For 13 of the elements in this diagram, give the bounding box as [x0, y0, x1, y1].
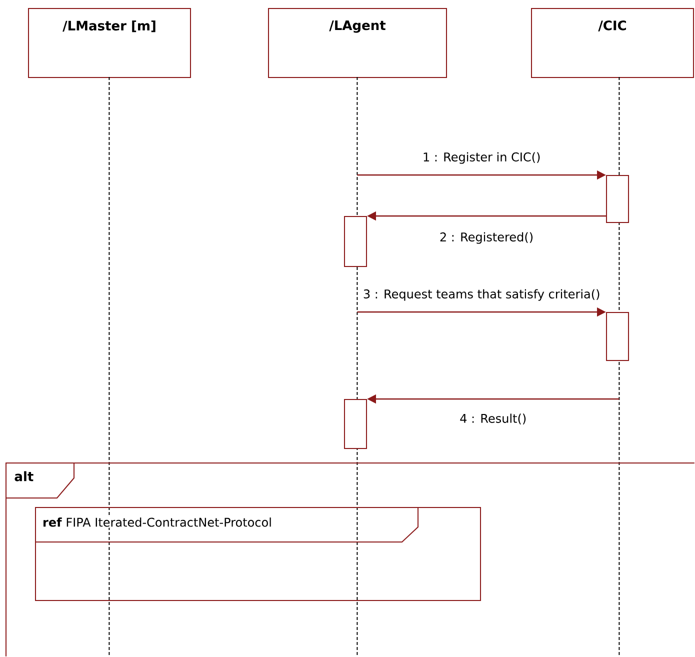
message-label: 4 : Result() — [458, 412, 528, 426]
activation-bar — [606, 312, 629, 361]
lifeline — [108, 76, 110, 657]
activation-bar — [344, 399, 367, 449]
lifeline-head: /CIC — [531, 8, 694, 78]
lifeline-head: /LMaster [m] — [28, 8, 191, 78]
activation-bar — [344, 216, 367, 267]
lifeline-head: /LAgent — [268, 8, 447, 78]
message-label: 2 : Registered() — [438, 231, 535, 245]
message-label: 3 : Request teams that satisfy criteria() — [362, 288, 602, 302]
activation-bar — [606, 175, 629, 223]
message-label: 1 : Register in CIC() — [422, 151, 542, 165]
reference-frame: ref FIPA Iterated-ContractNet-Protocol — [34, 506, 481, 601]
